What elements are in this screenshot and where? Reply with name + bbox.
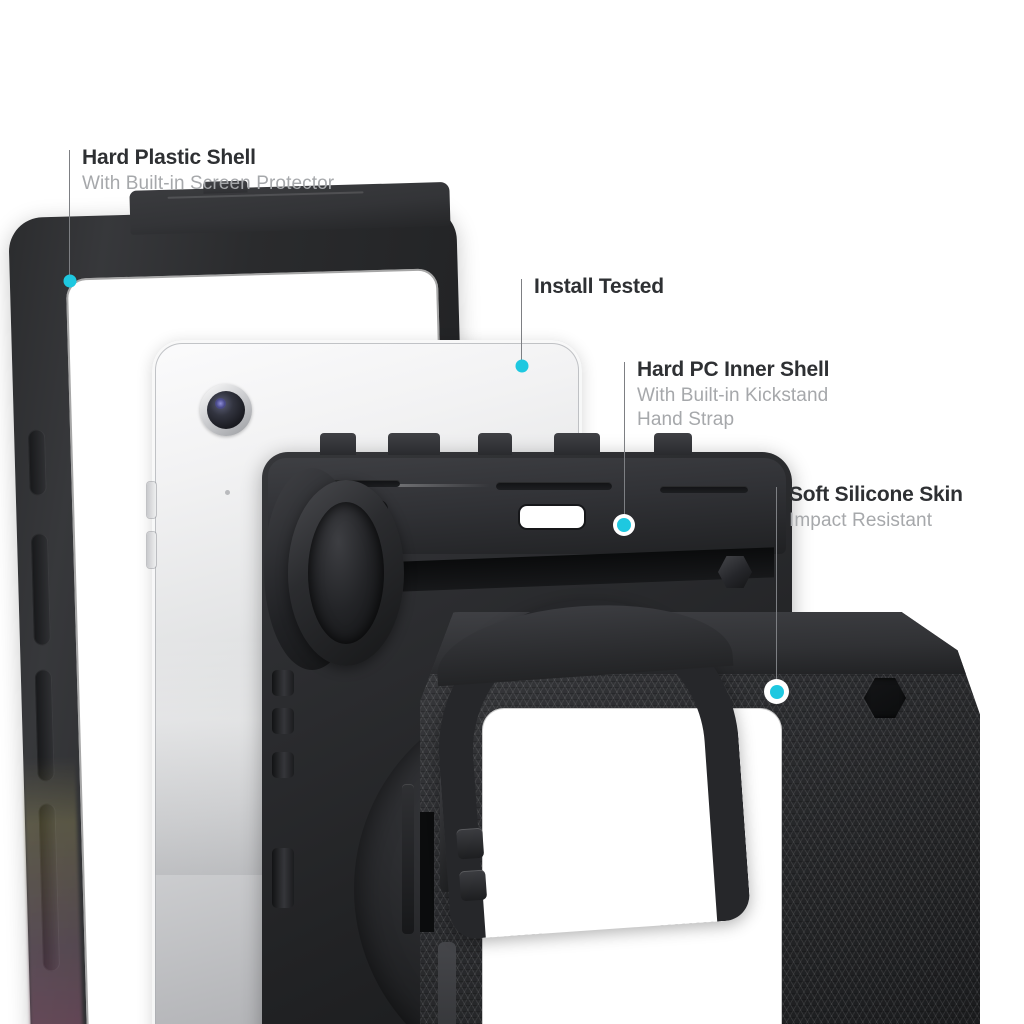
silicone-shadow-gap	[420, 812, 434, 932]
button-guard	[272, 848, 294, 908]
tablet-volume-down-button	[147, 532, 156, 568]
callout-subtitle-line: With Built-in Screen Protector	[82, 172, 335, 194]
camera-lens	[207, 391, 245, 429]
callout-hard-plastic-shell: Hard Plastic Shell With Built-in Screen …	[69, 146, 334, 196]
shell-side-cutout	[28, 429, 47, 496]
leader-line-hard-plastic-shell	[69, 150, 70, 278]
camera-lens-glint	[215, 398, 226, 409]
shell-edge-reflection	[23, 756, 89, 1024]
strap-button-guard	[456, 827, 485, 860]
marker-dot-core	[769, 684, 784, 699]
tablet-camera-icon	[200, 384, 252, 436]
hand-strap-art	[428, 589, 752, 941]
tablet-microphone	[225, 490, 230, 495]
rail-vent-slot	[660, 486, 748, 493]
leader-line-soft-silicone-skin	[776, 487, 777, 689]
button-guard	[272, 752, 294, 778]
leader-line-install-tested	[521, 279, 522, 363]
callout-subtitle: With Built-in Kickstand Hand Strap	[637, 384, 829, 433]
callout-soft-silicone-skin: Soft Silicone Skin Impact Resistant	[776, 483, 963, 533]
callout-hard-pc-inner-shell: Hard PC Inner Shell With Built-in Kickst…	[624, 358, 829, 432]
rail-port-cutout	[520, 506, 584, 528]
callout-subtitle-line: With Built-in Kickstand	[637, 384, 829, 406]
callout-title: Hard PC Inner Shell	[637, 358, 830, 381]
inner-shell-clip-tab	[388, 433, 440, 455]
camera-lens-protector-ring	[288, 480, 404, 666]
marker-dot-install-tested	[514, 358, 529, 373]
callout-subtitle-line: Impact Resistant	[789, 509, 933, 531]
callout-install-tested: Install Tested	[521, 275, 664, 299]
inner-shell-clip-tab	[478, 433, 512, 455]
inner-shell-clip-tab	[654, 433, 692, 455]
shell-side-cutout	[30, 533, 52, 646]
callout-title: Soft Silicone Skin	[789, 483, 963, 506]
hex-port-cutout	[718, 556, 752, 588]
rail-vent-slot	[496, 482, 612, 490]
marker-dot-soft-silicone-skin	[764, 679, 789, 704]
button-guard	[272, 708, 294, 734]
marker-dot-hard-plastic-shell	[61, 272, 78, 289]
marker-dot-core	[515, 359, 528, 372]
button-guard	[272, 670, 294, 696]
strap-button-guard	[459, 869, 488, 902]
marker-dot-core	[617, 518, 631, 532]
callout-subtitle: With Built-in Screen Protector	[82, 172, 334, 196]
callout-title: Hard Plastic Shell	[82, 146, 256, 169]
leader-line-hard-pc-inner-shell	[624, 362, 625, 523]
callout-subtitle-line: Hand Strap	[637, 408, 735, 430]
inner-shell-clip-tab	[554, 433, 600, 455]
tablet-volume-up-button	[147, 482, 156, 518]
marker-dot-hard-pc-inner-shell	[613, 514, 635, 536]
marker-dot-core	[63, 274, 76, 287]
callout-title: Install Tested	[534, 275, 664, 298]
callout-subtitle: Impact Resistant	[789, 509, 963, 533]
rail-highlight	[310, 484, 490, 487]
inner-shell-clip-tab	[320, 433, 356, 455]
kickstand-vane	[402, 784, 414, 934]
silicone-side-notch	[438, 942, 456, 1024]
